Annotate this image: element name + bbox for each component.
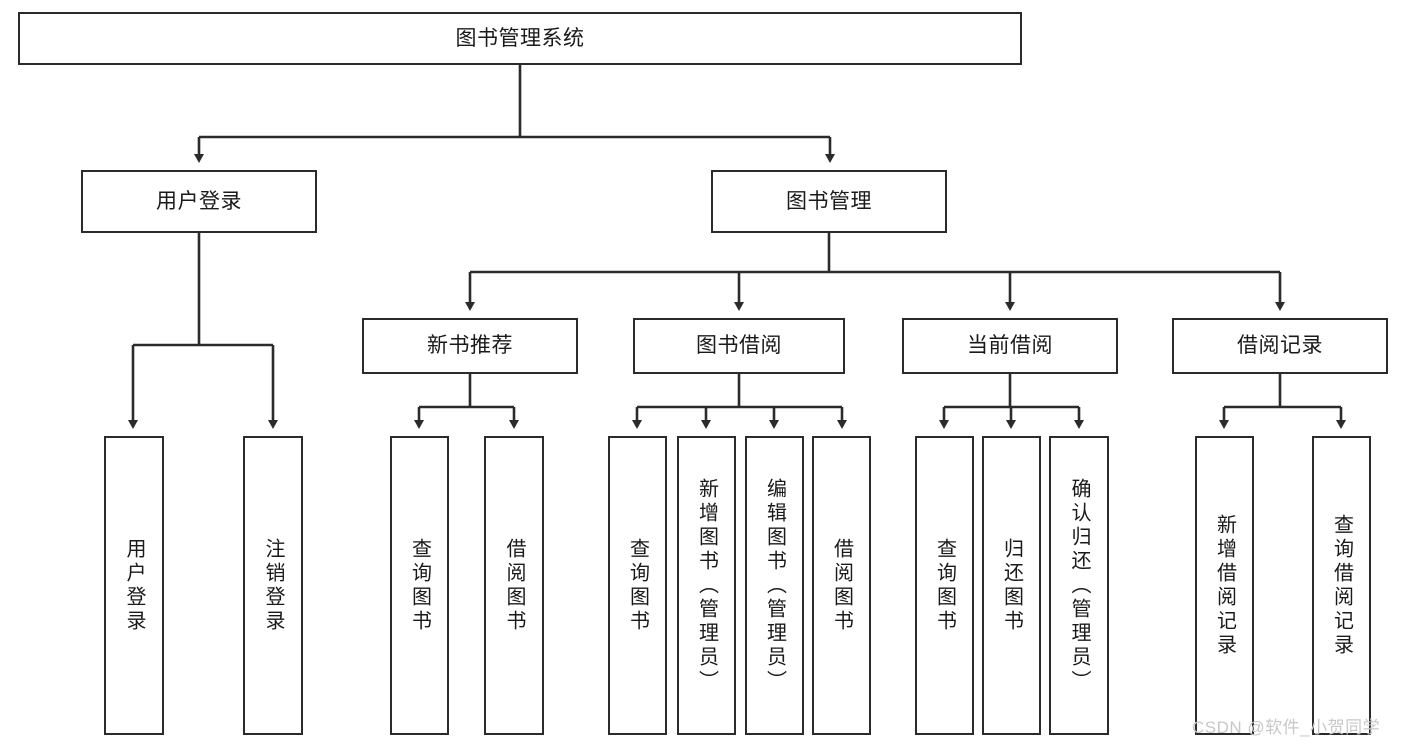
leaf-logout[interactable]: 注销登录 [243,436,303,735]
leaf-query-book-rec[interactable]: 查询图书 [390,436,449,735]
leaf-query-book-cb-label: 查询图书 [933,537,956,634]
leaf-borrow-book-rec[interactable]: 借阅图书 [484,436,544,735]
leaf-confirm-return-admin-label: 确认归还（管理员） [1068,477,1090,694]
leaf-add-book-admin-label: 新增图书（管理员） [695,477,718,694]
leaf-query-book-cb[interactable]: 查询图书 [915,436,974,735]
node-root[interactable]: 图书管理系统 [18,12,1022,65]
leaf-query-book-bb-label: 查询图书 [626,537,649,634]
node-borrow-record-label: 借阅记录 [1237,334,1323,358]
node-current-borrow-label: 当前借阅 [967,334,1053,358]
node-user-login-label: 用户登录 [156,189,242,213]
leaf-add-book-admin[interactable]: 新增图书（管理员） [677,436,736,735]
node-user-login[interactable]: 用户登录 [81,170,317,233]
node-book-borrow-label: 图书借阅 [696,334,782,358]
leaf-borrow-book-bb-label: 借阅图书 [830,537,853,634]
leaf-add-borrow-record-label: 新增借阅记录 [1213,513,1236,658]
node-book-borrow[interactable]: 图书借阅 [633,318,845,374]
leaf-borrow-book-bb[interactable]: 借阅图书 [812,436,871,735]
leaf-return-book-label: 归还图书 [1000,537,1023,634]
leaf-query-book-bb[interactable]: 查询图书 [608,436,667,735]
leaf-logout-label: 注销登录 [262,537,284,634]
leaf-query-borrow-record-label: 查询借阅记录 [1330,513,1353,658]
node-new-book-recommend-label: 新书推荐 [427,334,513,358]
leaf-query-book-rec-label: 查询图书 [408,537,431,634]
leaf-edit-book-admin-label: 编辑图书（管理员） [763,477,786,694]
leaf-return-book[interactable]: 归还图书 [982,436,1041,735]
node-current-borrow[interactable]: 当前借阅 [902,318,1118,374]
node-root-label: 图书管理系统 [455,26,585,50]
leaf-add-borrow-record[interactable]: 新增借阅记录 [1195,436,1254,735]
node-borrow-record[interactable]: 借阅记录 [1172,318,1388,374]
node-new-book-recommend[interactable]: 新书推荐 [362,318,578,374]
leaf-query-borrow-record[interactable]: 查询借阅记录 [1312,436,1371,735]
node-book-management-label: 图书管理 [786,189,872,213]
node-book-management[interactable]: 图书管理 [711,170,947,233]
leaf-edit-book-admin[interactable]: 编辑图书（管理员） [745,436,804,735]
leaf-borrow-book-rec-label: 借阅图书 [503,537,525,634]
leaf-user-login-label: 用户登录 [123,537,145,634]
leaf-confirm-return-admin[interactable]: 确认归还（管理员） [1049,436,1109,735]
leaf-user-login[interactable]: 用户登录 [104,436,164,735]
